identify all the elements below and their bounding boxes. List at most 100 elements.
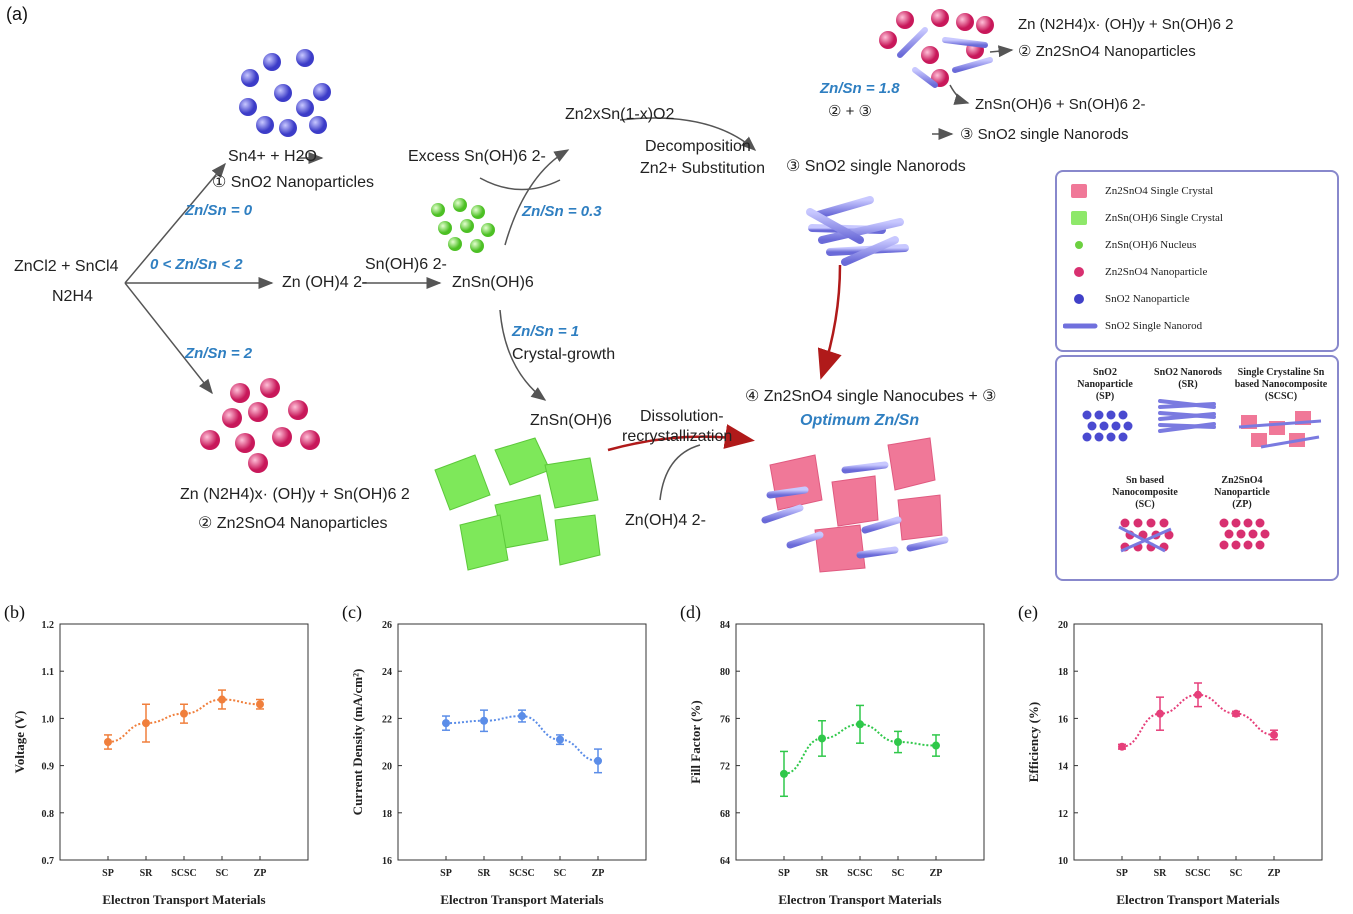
- chart-letter: (c): [342, 602, 362, 623]
- y-tick-label: 18: [382, 809, 392, 820]
- sample-legend-box: SnO2 Nanoparticle(SP)SnO2 Nanorods(SR)Si…: [1055, 355, 1339, 581]
- plot-frame: [59, 623, 309, 861]
- znsnoh6-nucleus-cluster: [431, 198, 495, 253]
- pink-cube-icon: [1071, 184, 1087, 198]
- sample-abbr: (ZP): [1232, 499, 1252, 510]
- x-tick-label: SP: [778, 868, 790, 879]
- sample-name: Single Crystaline Sn based Nanocomposite: [1234, 367, 1328, 390]
- arrow-to-zn2x: [504, 149, 570, 246]
- x-tick-label: SR: [478, 868, 492, 879]
- sample-name: SnO2 Nanoparticle: [1077, 367, 1133, 390]
- y-tick-label: 84: [720, 620, 730, 631]
- y-tick-label: 0.9: [42, 762, 55, 773]
- arrow-to-sno2: [124, 162, 226, 284]
- sample-item: Zn2SnO4 Nanoparticle(ZP): [1197, 475, 1287, 563]
- sample-name: Sn based Nanocomposite: [1112, 475, 1178, 498]
- arrow-tr-2: [949, 84, 970, 105]
- zn2sno4-nanocubes-label: ④ Zn2SnO4 single Nanocubes + ③: [745, 388, 997, 405]
- zn-oh4-bottom-label: Zn(OH)4 2-: [625, 512, 706, 529]
- x-tick-label: SCSC: [171, 868, 197, 879]
- x-axis-label: Electron Transport Materials: [102, 892, 265, 907]
- y-tick-label: 0.8: [42, 809, 55, 820]
- y-tick-label: 80: [720, 667, 730, 678]
- y-tick-label: 64: [720, 856, 730, 867]
- green-dot-icon: [1075, 241, 1083, 249]
- znsnoh6-label: ZnSn(OH)6: [452, 274, 534, 291]
- sn-oh6-arrow-label: Sn(OH)6 2-: [365, 256, 447, 273]
- green-cube-icon: [1071, 211, 1087, 225]
- x-axis-label: Electron Transport Materials: [1116, 892, 1279, 907]
- y-tick-label: 1.2: [42, 620, 55, 631]
- x-tick-label: SP: [440, 868, 452, 879]
- data-point: [518, 712, 526, 721]
- x-tick-label: SC: [216, 868, 229, 879]
- excess-curve: [479, 177, 561, 191]
- legend-item-label: Zn2SnO4 Nanoparticle: [1105, 266, 1208, 278]
- x-tick-label: SR: [1154, 868, 1168, 879]
- znoh4-curve: [659, 444, 701, 501]
- sno2-nanoparticle-cluster: [239, 49, 331, 137]
- y-tick-label: 72: [720, 762, 730, 773]
- y-tick-label: 14: [1058, 762, 1068, 773]
- recrystallization-label: recrystallization: [622, 428, 733, 445]
- data-point: [780, 769, 788, 778]
- y-axis-label: Current Density (mA/cm²): [350, 669, 365, 816]
- zn2x-formula: Zn2xSn(1-x)O2: [565, 106, 675, 123]
- excess-sn-oh6-label: Excess Sn(OH)6 2-: [408, 148, 546, 165]
- sample-item: SnO2 Nanoparticle(SP): [1065, 367, 1145, 455]
- crystal-growth-label: Crystal-growth: [512, 346, 616, 363]
- arrow-dissolution: [607, 424, 755, 452]
- x-tick-label: SC: [554, 868, 567, 879]
- y-tick-label: 22: [382, 714, 392, 725]
- condition-zn-sn-mid: 0 < Zn/Sn < 2: [150, 256, 243, 273]
- data-point: [932, 741, 940, 750]
- sample-name: Zn2SnO4 Nanoparticle: [1214, 475, 1270, 498]
- data-point: [256, 700, 264, 709]
- y-axis-label: Fill Factor (%): [688, 700, 703, 784]
- reactants-line-2: N2H4: [52, 288, 93, 305]
- data-point: [594, 756, 602, 765]
- y-tick-label: 20: [1058, 620, 1068, 631]
- y-tick-label: 18: [1058, 667, 1068, 678]
- sample-illustration: [1082, 410, 1133, 442]
- y-tick-label: 26: [382, 620, 392, 631]
- blue-dot-icon: [1074, 294, 1084, 304]
- y-tick-label: 20: [382, 762, 392, 773]
- legend-item-label: ZnSn(OH)6 Single Crystal: [1105, 212, 1223, 224]
- zn-oh4-label: Zn (OH)4 2-: [282, 274, 368, 291]
- series-line: [445, 715, 599, 762]
- y-tick-label: 24: [382, 667, 392, 678]
- sample-abbr: (SCSC): [1264, 391, 1298, 402]
- y-tick-label: 16: [1058, 714, 1068, 725]
- chart-letter: (e): [1018, 602, 1038, 623]
- legend-item: ZnSn(OH)6 Single Crystal: [1063, 207, 1223, 229]
- zn2sno4-nanoparticle-cluster: [200, 378, 320, 473]
- arrow-to-rods: [619, 117, 757, 151]
- sample-item: SnO2 Nanorods(SR): [1149, 367, 1227, 443]
- legend-item-label: SnO2 Single Nanorod: [1105, 320, 1203, 332]
- x-tick-label: SR: [140, 868, 154, 879]
- arrow-to-zn2sno4: [124, 282, 213, 395]
- x-tick-label: SCSC: [1185, 868, 1211, 879]
- data-point: [1232, 709, 1240, 718]
- condition-zn-sn-03: Zn/Sn = 0.3: [522, 203, 602, 220]
- x-tick-label: SCSC: [847, 868, 873, 879]
- data-point: [142, 719, 150, 728]
- top-right-equation-2: ② Zn2SnO4 Nanoparticles: [1018, 43, 1196, 60]
- top-right-mixed-cluster: [879, 9, 994, 88]
- data-point: [1156, 709, 1164, 718]
- znsnoh6-sn-label: ZnSn(OH)6 + Sn(OH)6 2-: [975, 96, 1146, 113]
- sample-abbr: (SP): [1095, 391, 1115, 402]
- znsnoh6-crystal-label: ZnSn(OH)6: [530, 412, 612, 429]
- chart-letter: (b): [4, 602, 25, 623]
- sample-illustration: [1158, 399, 1216, 433]
- sample-illustration: [1118, 518, 1174, 553]
- x-tick-label: ZP: [592, 868, 605, 879]
- y-axis-label: Voltage (V): [12, 711, 27, 774]
- x-tick-label: SC: [1230, 868, 1243, 879]
- condition-zn-sn-1: Zn/Sn = 1: [512, 323, 580, 340]
- data-point: [894, 738, 902, 746]
- data-point: [180, 709, 188, 718]
- x-tick-label: SP: [1116, 868, 1128, 879]
